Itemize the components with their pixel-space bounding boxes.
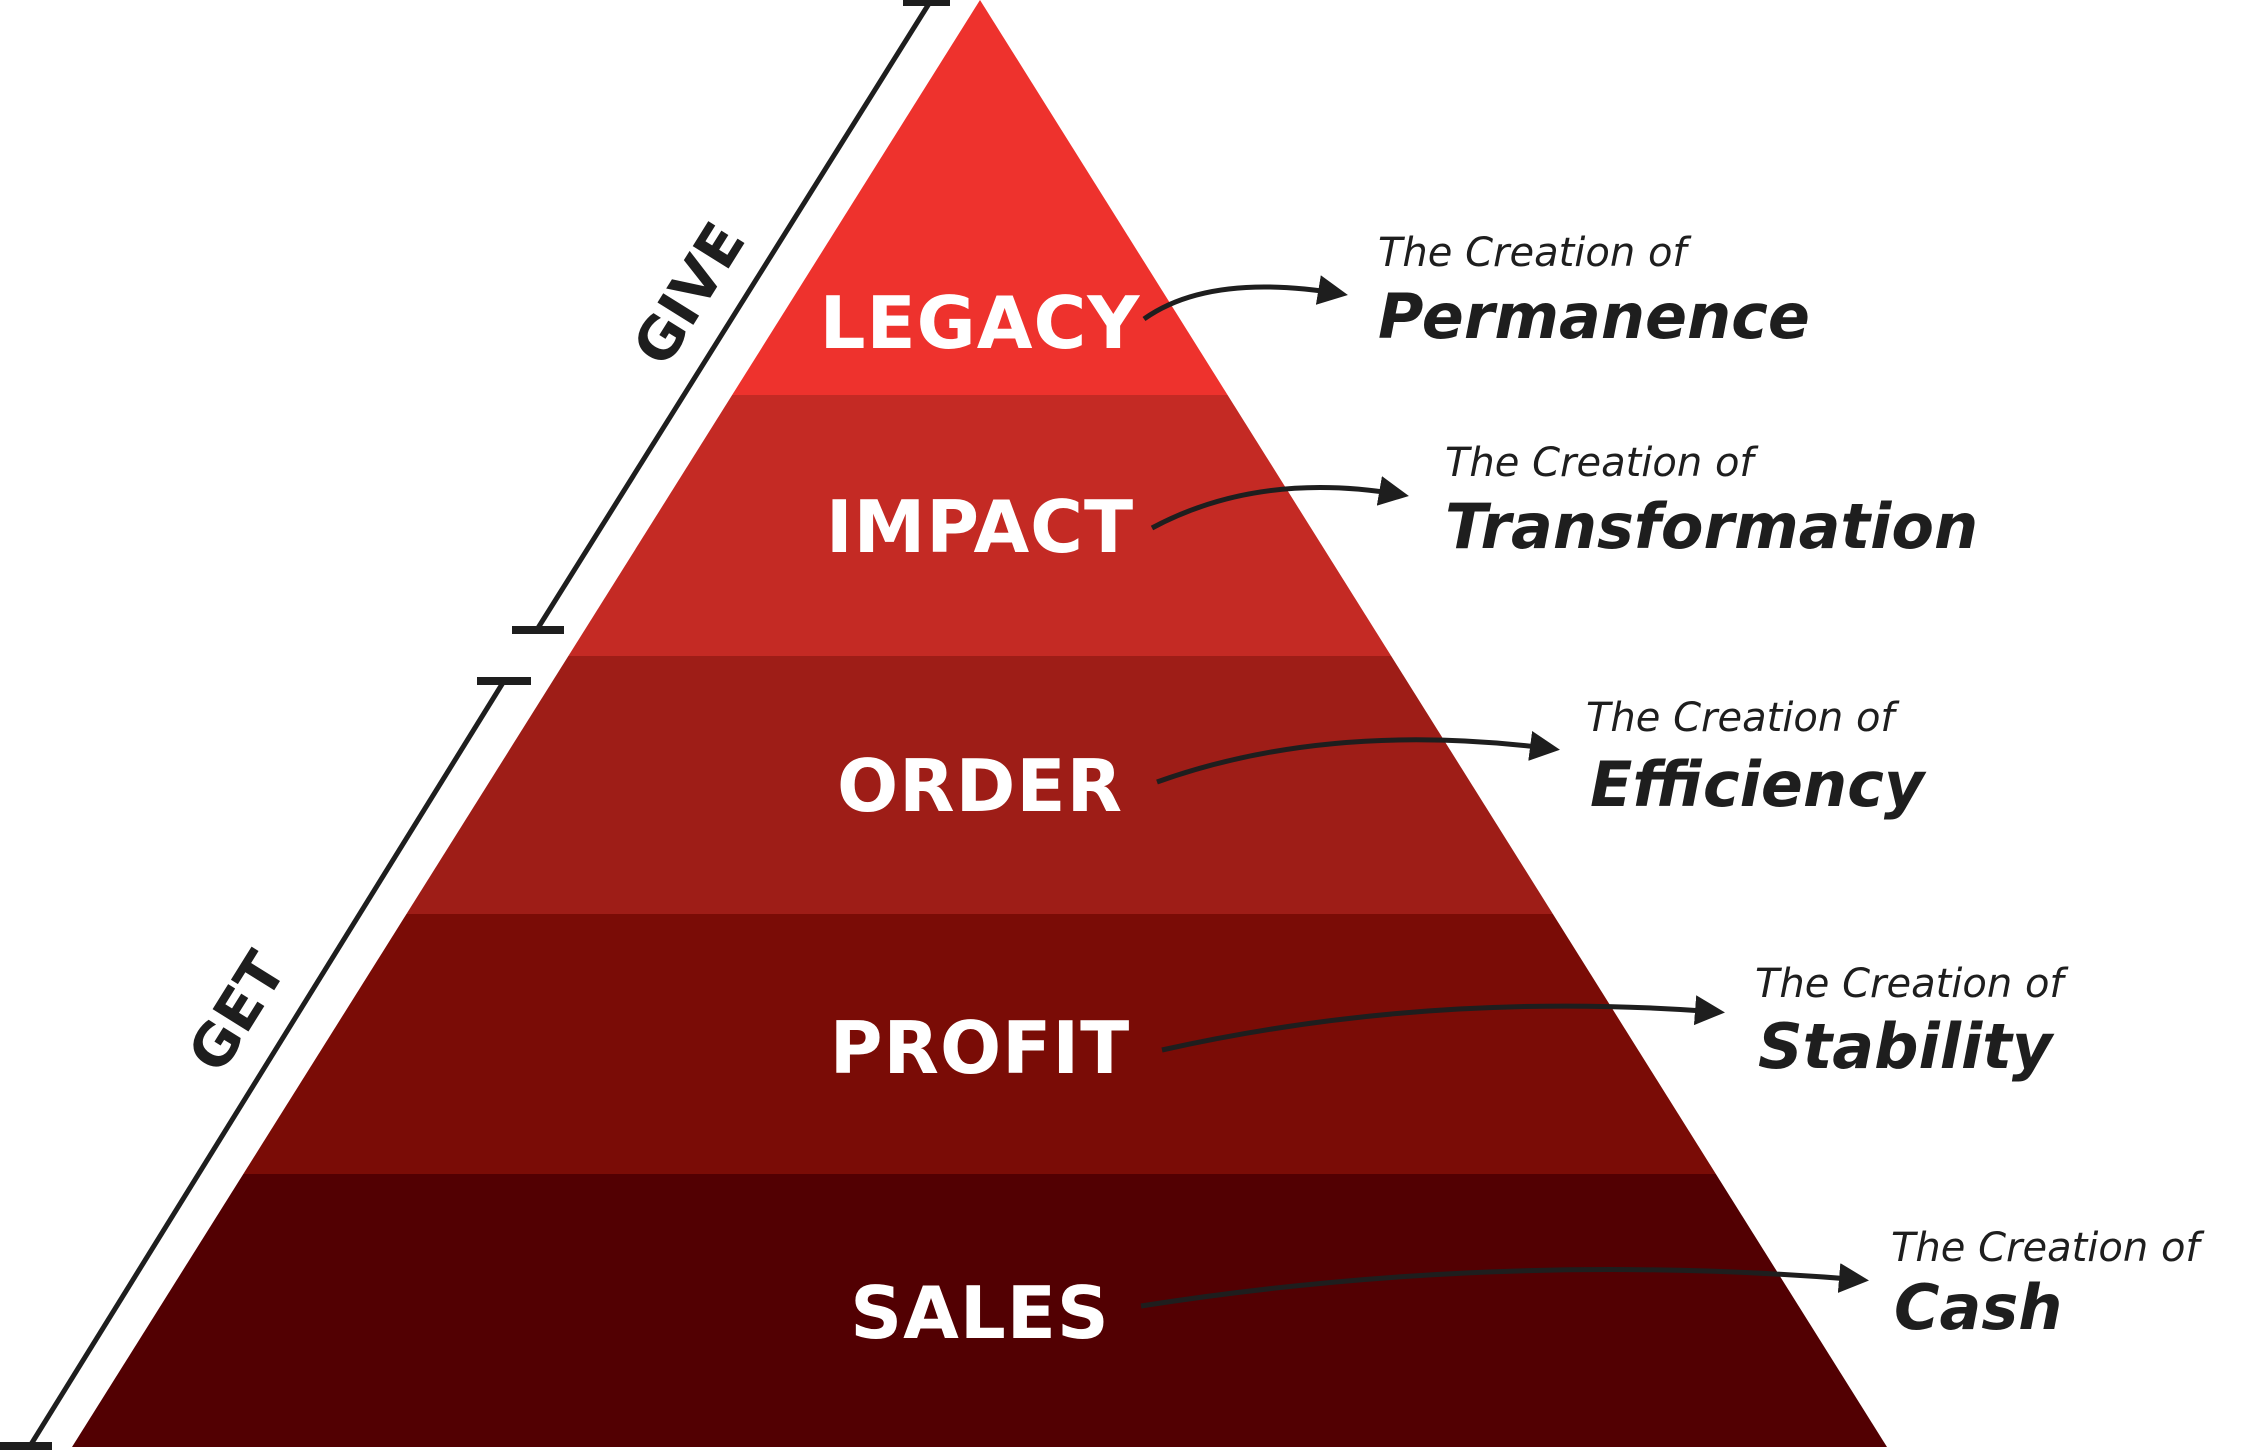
annotation-prefix: The Creation of: [1891, 1225, 2205, 1271]
arrow-impact: [1150, 476, 1409, 531]
pyramid-band-legacy: [732, 0, 1228, 395]
pyramid-band-order: [406, 656, 1553, 914]
pyramid-band-sales: [72, 1174, 1887, 1447]
pyramid-band-impact: [568, 395, 1392, 656]
annotation-prefix: The Creation of: [1445, 440, 1759, 486]
annotation-prefix: The Creation of: [1586, 695, 1900, 741]
annotation-prefix: The Creation of: [1755, 961, 2069, 1007]
annotation-sales: The Creation of Cash: [1891, 1225, 2205, 1344]
arrow-sales: [1140, 1263, 1869, 1309]
annotation-outcome: Efficiency: [1590, 748, 1927, 821]
level-label-sales: SALES: [850, 1271, 1110, 1355]
annotation-prefix: The Creation of: [1378, 230, 1692, 276]
arrow-profit: [1161, 995, 1725, 1053]
annotation-legacy: The Creation of Permanence: [1378, 230, 1810, 353]
get-label: GET: [175, 940, 300, 1084]
level-label-profit: PROFIT: [830, 1006, 1131, 1090]
annotation-order: The Creation of Efficiency: [1586, 695, 1927, 821]
annotation-outcome: Stability: [1758, 1010, 2055, 1083]
arrow-legacy: [1142, 275, 1348, 322]
annotation-outcome: Transformation: [1445, 490, 1978, 563]
annotation-profit: The Creation of Stability: [1755, 961, 2069, 1083]
pyramid-band-profit: [243, 914, 1716, 1174]
level-label-order: ORDER: [837, 744, 1123, 828]
annotation-impact: The Creation of Transformation: [1445, 440, 1978, 563]
level-label-legacy: LEGACY: [820, 281, 1141, 365]
arrow-order: [1156, 731, 1560, 785]
give-label: GIVE: [619, 211, 758, 377]
annotation-outcome: Cash: [1894, 1271, 2062, 1344]
get-bracket: [0, 677, 531, 1450]
give-bracket: [512, 0, 950, 634]
annotation-outcome: Permanence: [1378, 280, 1810, 353]
level-label-impact: IMPACT: [826, 485, 1134, 569]
